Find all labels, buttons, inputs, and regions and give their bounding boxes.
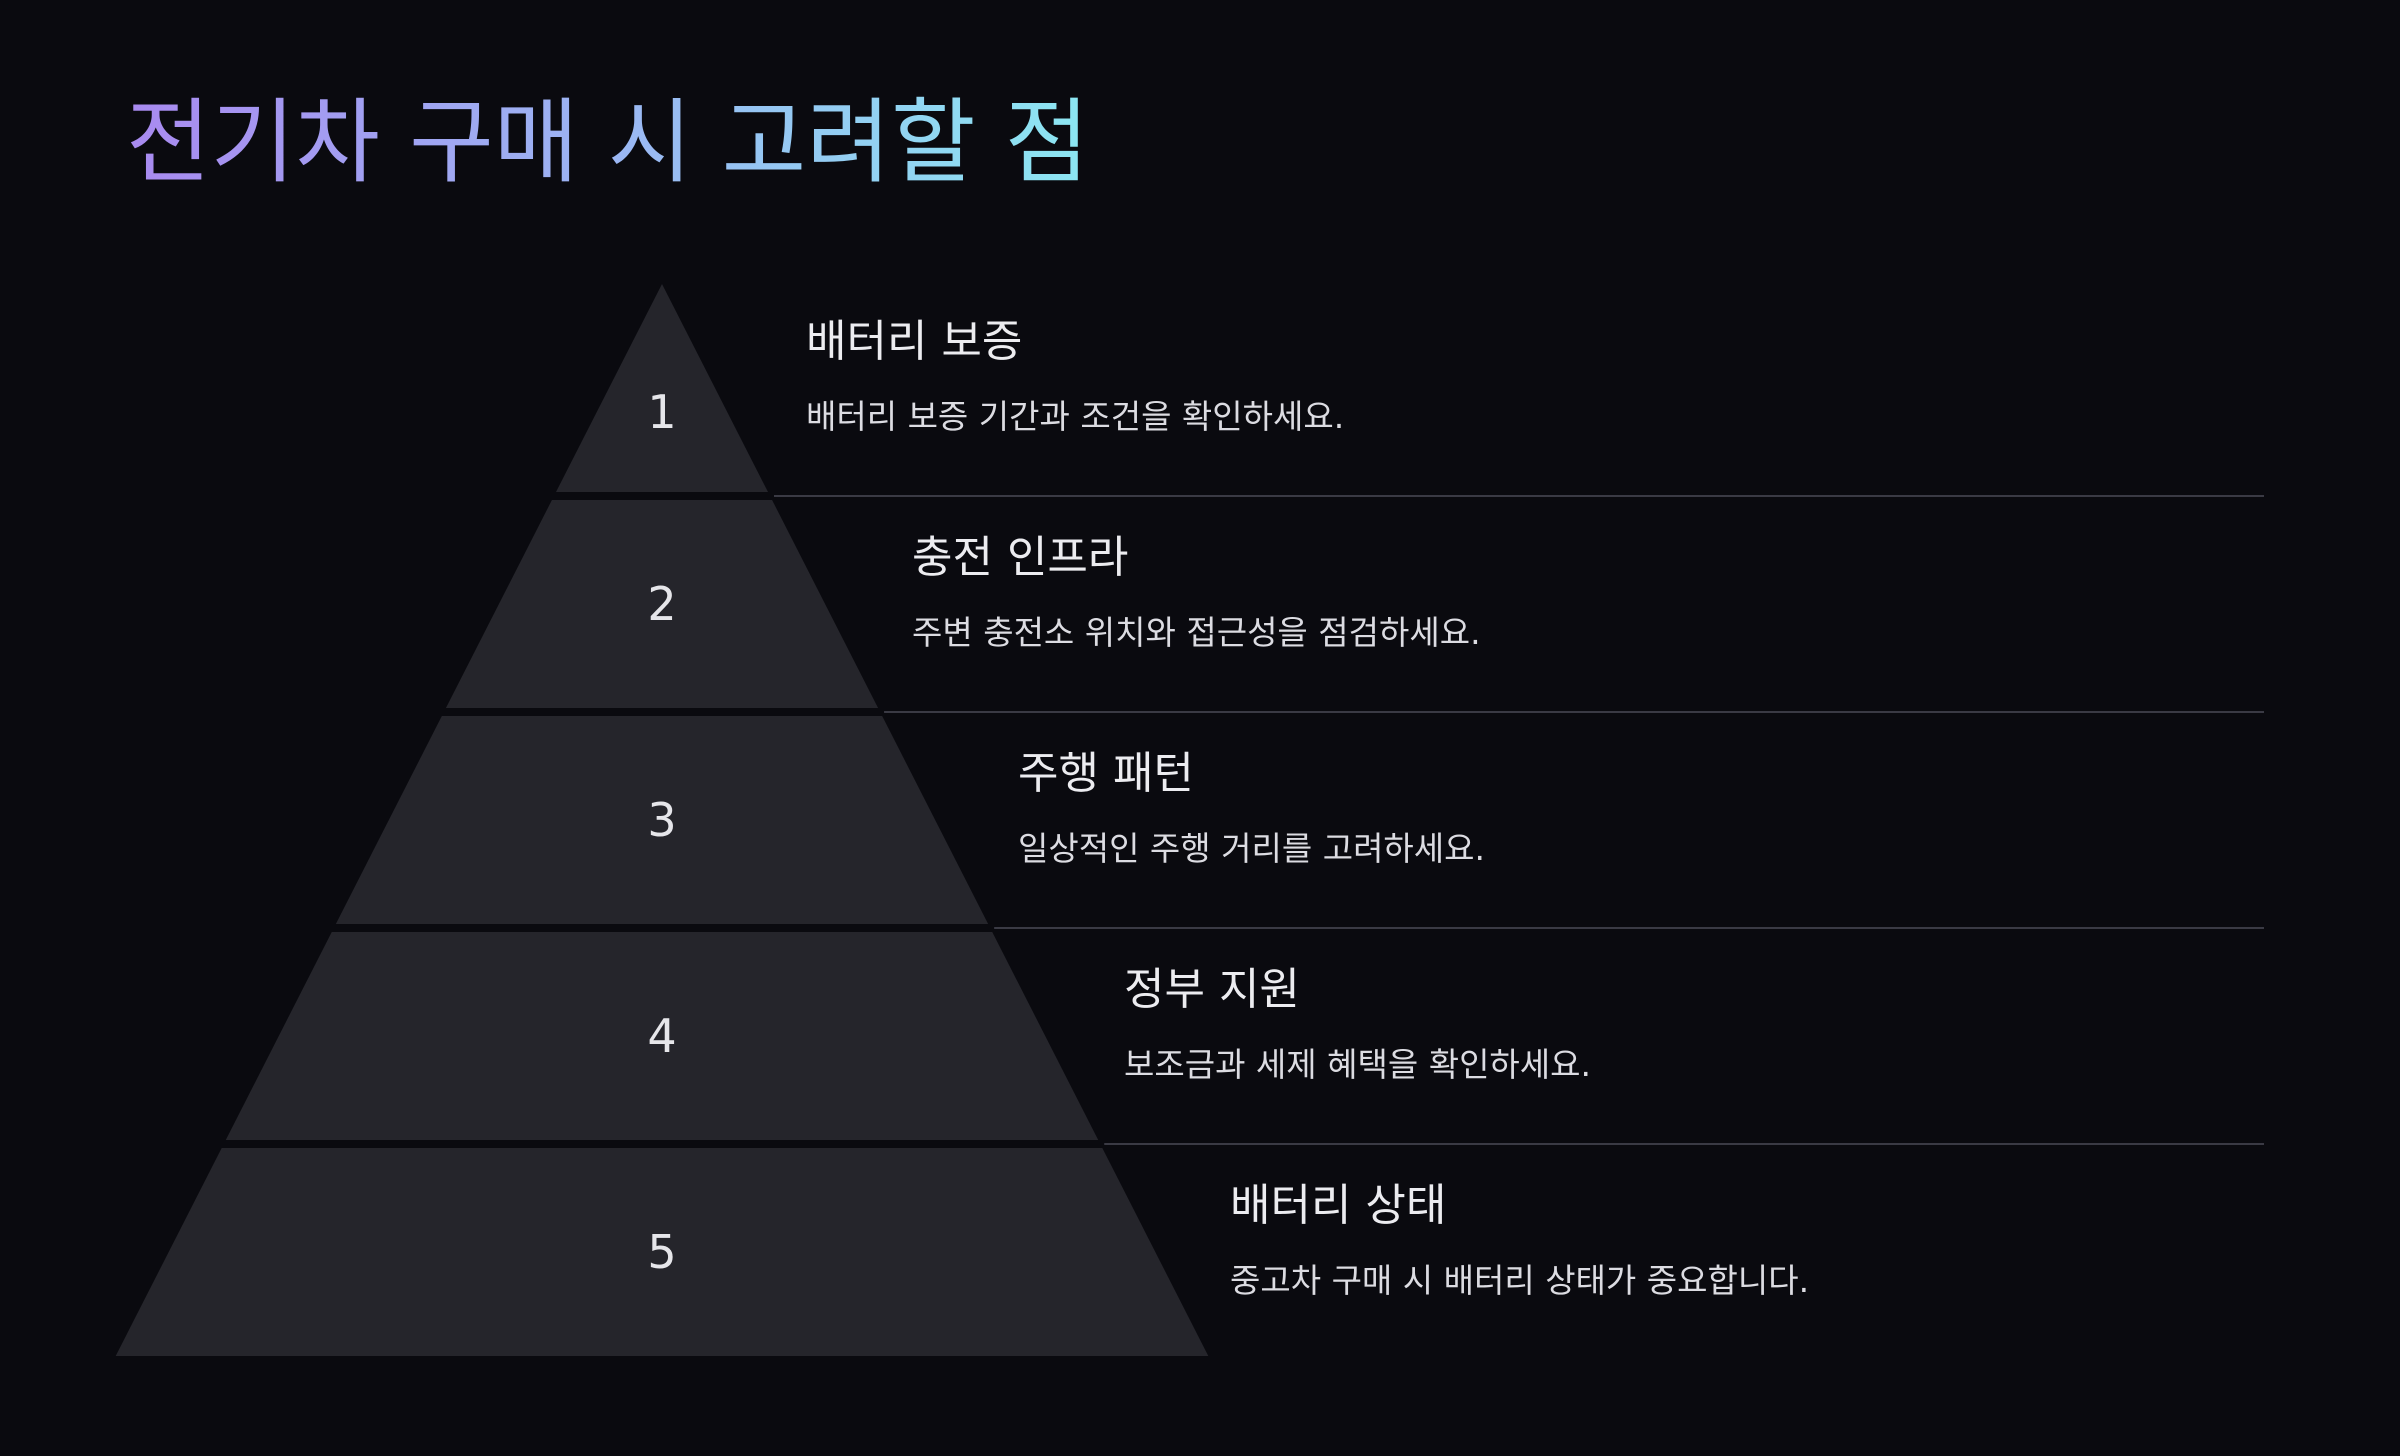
page-title: 전기차 구매 시 고려할 점: [126, 89, 1090, 196]
level-3-description: 일상적인 주행 거리를 고려하세요.: [1018, 828, 1485, 868]
pyramid-tier-1: [556, 284, 768, 492]
level-1-title: 배터리 보증: [806, 316, 1023, 367]
level-4-description: 보조금과 세제 혜택을 확인하세요.: [1124, 1044, 1591, 1084]
pyramid-tier-2: [445, 500, 879, 708]
level-5-item: 배터리 상태 중고차 구매 시 배터리 상태가 중요합니다.: [1230, 1180, 1809, 1300]
level-5-title: 배터리 상태: [1230, 1180, 1447, 1231]
tier-5-number: 5: [647, 1225, 676, 1279]
level-4-item: 정부 지원 보조금과 세제 혜택을 확인하세요.: [1124, 964, 1591, 1084]
level-3-title: 주행 패턴: [1018, 748, 1194, 799]
level-2-item: 충전 인프라 주변 충전소 위치와 접근성을 점검하세요.: [912, 532, 1481, 652]
tier-3-number: 3: [647, 793, 676, 847]
level-2-title: 충전 인프라: [912, 532, 1129, 583]
pyramid-tier-4: [225, 932, 1099, 1140]
tier-2-number: 2: [647, 577, 676, 631]
level-1-description: 배터리 보증 기간과 조건을 확인하세요.: [806, 396, 1345, 436]
level-2-description: 주변 충전소 위치와 접근성을 점검하세요.: [912, 612, 1481, 652]
level-4-title: 정부 지원: [1124, 964, 1300, 1015]
level-5-description: 중고차 구매 시 배터리 상태가 중요합니다.: [1230, 1260, 1810, 1300]
pyramid-tier-5: [115, 1148, 1209, 1356]
pyramid-tier-3: [335, 716, 989, 924]
tier-4-number: 4: [647, 1009, 676, 1063]
level-1-item: 배터리 보증 배터리 보증 기간과 조건을 확인하세요.: [806, 316, 1344, 436]
level-3-item: 주행 패턴 일상적인 주행 거리를 고려하세요.: [1018, 748, 1485, 868]
tier-1-number: 1: [647, 385, 676, 439]
